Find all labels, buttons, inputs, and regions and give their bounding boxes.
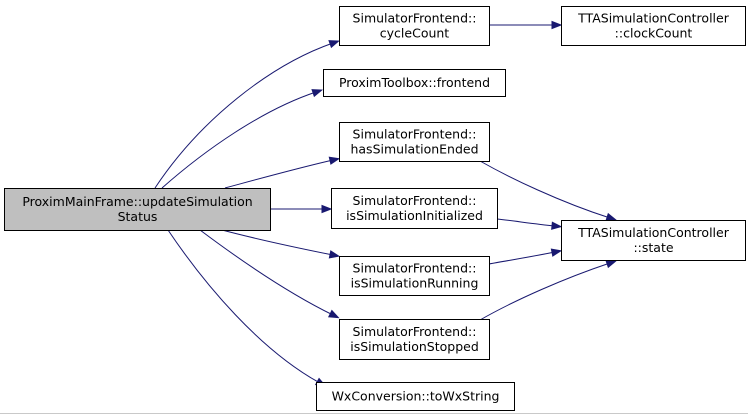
edge-root-to-isInit bbox=[270, 204, 333, 214]
node-label: isSimulationStopped bbox=[350, 339, 479, 354]
edge-hasEnded-to-state bbox=[479, 160, 618, 221]
node-state[interactable]: TTASimulationController::state bbox=[561, 220, 746, 261]
node-label: ProximToolbox::frontend bbox=[339, 75, 490, 90]
node-label: hasSimulationEnded bbox=[350, 142, 478, 157]
node-label: SimulatorFrontend:: bbox=[353, 193, 477, 208]
node-toWx[interactable]: WxConversion::toWxString bbox=[316, 382, 515, 411]
arrowhead-icon bbox=[328, 40, 340, 49]
node-label: Status bbox=[118, 209, 158, 224]
node-label: ProximMainFrame::updateSimulation bbox=[22, 194, 252, 209]
arrowhead-icon bbox=[605, 260, 618, 269]
node-cycleCount[interactable]: SimulatorFrontend::cycleCount bbox=[339, 6, 490, 46]
node-label: SimulatorFrontend:: bbox=[353, 261, 477, 276]
edge-line bbox=[199, 229, 334, 316]
arrowhead-icon bbox=[551, 20, 563, 30]
node-label: cycleCount bbox=[380, 26, 450, 41]
edge-root-to-frontend bbox=[161, 89, 324, 189]
node-label: TTASimulationController bbox=[577, 225, 730, 240]
edge-root-to-isRunning bbox=[221, 229, 341, 259]
edge-isRunning-to-state bbox=[488, 248, 563, 265]
edge-isInit-to-state bbox=[496, 218, 563, 230]
node-label: TTASimulationController bbox=[577, 11, 730, 26]
edge-root-to-cycleCount bbox=[154, 40, 340, 189]
node-box bbox=[339, 256, 490, 296]
edge-line bbox=[479, 160, 611, 219]
node-label: isSimulationInitialized bbox=[346, 208, 483, 223]
edge-line bbox=[224, 159, 334, 189]
node-box bbox=[4, 188, 271, 231]
node-box bbox=[323, 69, 506, 97]
arrowhead-icon bbox=[551, 221, 563, 230]
edge-line bbox=[221, 229, 334, 256]
edge-root-to-toWx bbox=[167, 229, 327, 387]
nodes-layer: ProximMainFrame::updateSimulationStatusS… bbox=[4, 6, 746, 411]
node-box bbox=[339, 6, 490, 46]
arrowhead-icon bbox=[321, 204, 333, 214]
node-label: ::state bbox=[633, 240, 673, 255]
node-clockCount[interactable]: TTASimulationController::clockCount bbox=[561, 6, 746, 46]
node-box bbox=[339, 122, 490, 162]
node-label: SimulatorFrontend:: bbox=[353, 11, 477, 26]
node-hasEnded[interactable]: SimulatorFrontend::hasSimulationEnded bbox=[339, 122, 490, 162]
edge-line bbox=[496, 218, 556, 227]
arrowhead-icon bbox=[605, 212, 618, 221]
node-box bbox=[561, 6, 746, 46]
arrowhead-icon bbox=[327, 309, 340, 319]
node-box bbox=[339, 319, 490, 360]
edge-line bbox=[488, 251, 556, 265]
node-label: ::clockCount bbox=[615, 26, 693, 41]
node-label: WxConversion::toWxString bbox=[332, 389, 500, 404]
edge-line bbox=[479, 262, 611, 321]
node-isStopped[interactable]: SimulatorFrontend::isSimulationStopped bbox=[339, 319, 490, 360]
arrowhead-icon bbox=[328, 156, 341, 165]
arrowhead-icon bbox=[311, 89, 324, 98]
edge-root-to-hasEnded bbox=[224, 156, 341, 189]
arrowhead-icon bbox=[328, 250, 341, 259]
node-box bbox=[561, 220, 746, 261]
node-label: isSimulationRunning bbox=[351, 276, 479, 291]
node-label: SimulatorFrontend:: bbox=[353, 127, 477, 142]
edge-root-to-isStopped bbox=[199, 229, 340, 319]
node-box bbox=[316, 382, 515, 411]
arrowhead-icon bbox=[550, 248, 563, 257]
node-label: SimulatorFrontend:: bbox=[353, 324, 477, 339]
node-isRunning[interactable]: SimulatorFrontend::isSimulationRunning bbox=[339, 256, 490, 296]
edge-cycleCount-to-clockCount bbox=[489, 20, 563, 30]
node-isInit[interactable]: SimulatorFrontend::isSimulationInitializ… bbox=[331, 188, 498, 229]
edge-line bbox=[154, 42, 334, 189]
edge-line bbox=[167, 229, 321, 384]
edge-isStopped-to-state bbox=[479, 260, 618, 321]
node-frontend[interactable]: ProximToolbox::frontend bbox=[323, 69, 506, 97]
node-box bbox=[331, 188, 498, 229]
edge-line bbox=[161, 91, 317, 189]
